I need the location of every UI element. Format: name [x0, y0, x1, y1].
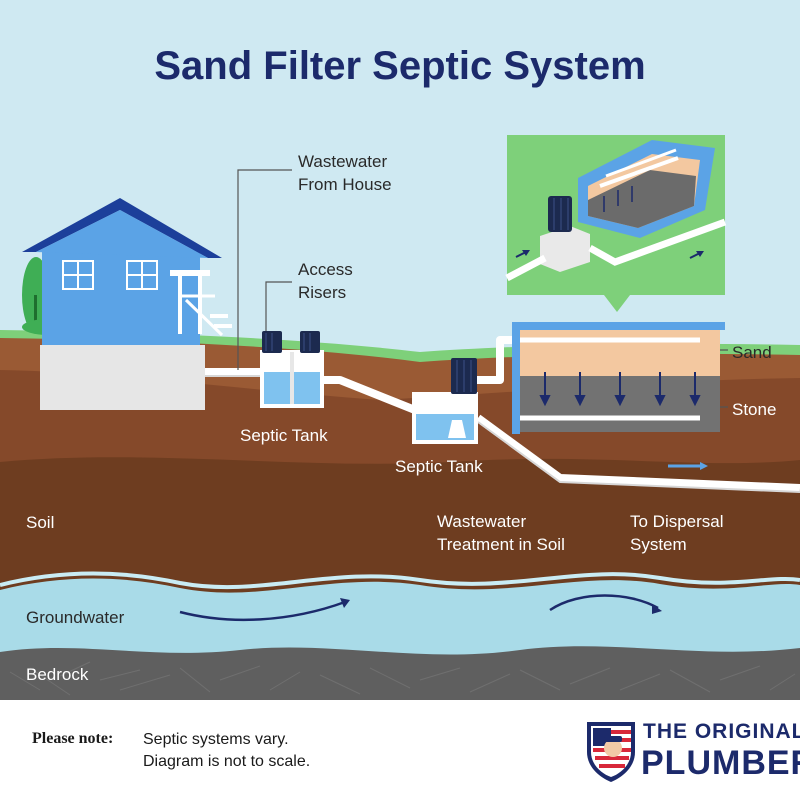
soil-deep-layer [0, 457, 800, 600]
flow-arrow-icon [652, 604, 662, 614]
label-line: To Dispersal [630, 512, 724, 531]
septic-tank-icon [412, 392, 478, 444]
groundwater-highlight [0, 571, 800, 590]
bedrock-texture [9, 661, 796, 696]
page-title: Sand Filter Septic System [154, 44, 646, 88]
pipe-shading [205, 375, 800, 493]
brand-line-1: THE ORIGINAL [643, 720, 800, 743]
sand-filter-bed [512, 322, 725, 434]
label-sand: Sand [732, 343, 772, 362]
label-line: Treatment in Soil [437, 535, 565, 554]
label-line: Risers [298, 283, 347, 302]
label-groundwater: Groundwater [26, 608, 125, 627]
footer-bar [0, 700, 800, 800]
label-septic-tank-1: Septic Tank [240, 426, 328, 445]
flow-arrow-icon [179, 600, 346, 622]
label-access-risers: Access Risers [298, 258, 353, 304]
label-line: From House [298, 175, 392, 194]
access-riser-icon [451, 358, 477, 394]
note-heading: Please note: [32, 730, 114, 747]
brand-logo: THE ORIGINAL PLUMBER [583, 718, 800, 784]
label-line: System [630, 535, 687, 554]
note-line: Diagram is not to scale. [143, 753, 311, 770]
flow-arrow-icon [340, 598, 350, 608]
label-line: Wastewater [298, 152, 388, 171]
shield-logo-icon [587, 722, 635, 782]
label-line: Access [298, 260, 353, 279]
groundwater-layer [0, 578, 800, 665]
note-heading-text: Please note [32, 730, 108, 747]
house-foundation [40, 345, 205, 410]
bedrock-layer [0, 646, 800, 700]
label-wastewater-treatment: Wastewater Treatment in Soil [437, 510, 565, 556]
inset-callout [505, 135, 727, 312]
label-wastewater-from-house: Wastewater From House [298, 150, 392, 196]
label-septic-tank-2: Septic Tank [395, 457, 483, 476]
flow-arrow-icon [549, 594, 659, 612]
label-bedrock: Bedrock [26, 665, 89, 684]
house-icon [22, 198, 232, 345]
label-stone: Stone [732, 400, 777, 419]
note-body: Septic systems vary. Diagram is not to s… [143, 729, 310, 773]
note-line: Septic systems vary. [143, 731, 289, 748]
septic-tank-icon [260, 350, 324, 408]
label-line: Wastewater [437, 512, 527, 531]
access-riser-icon [262, 331, 320, 353]
flow-arrow-icon [668, 462, 708, 470]
brand-line-2: PLUMBER [641, 744, 800, 782]
label-to-dispersal: To Dispersal System [630, 510, 724, 556]
label-soil: Soil [26, 513, 55, 532]
filter-down-arrows [539, 372, 701, 407]
